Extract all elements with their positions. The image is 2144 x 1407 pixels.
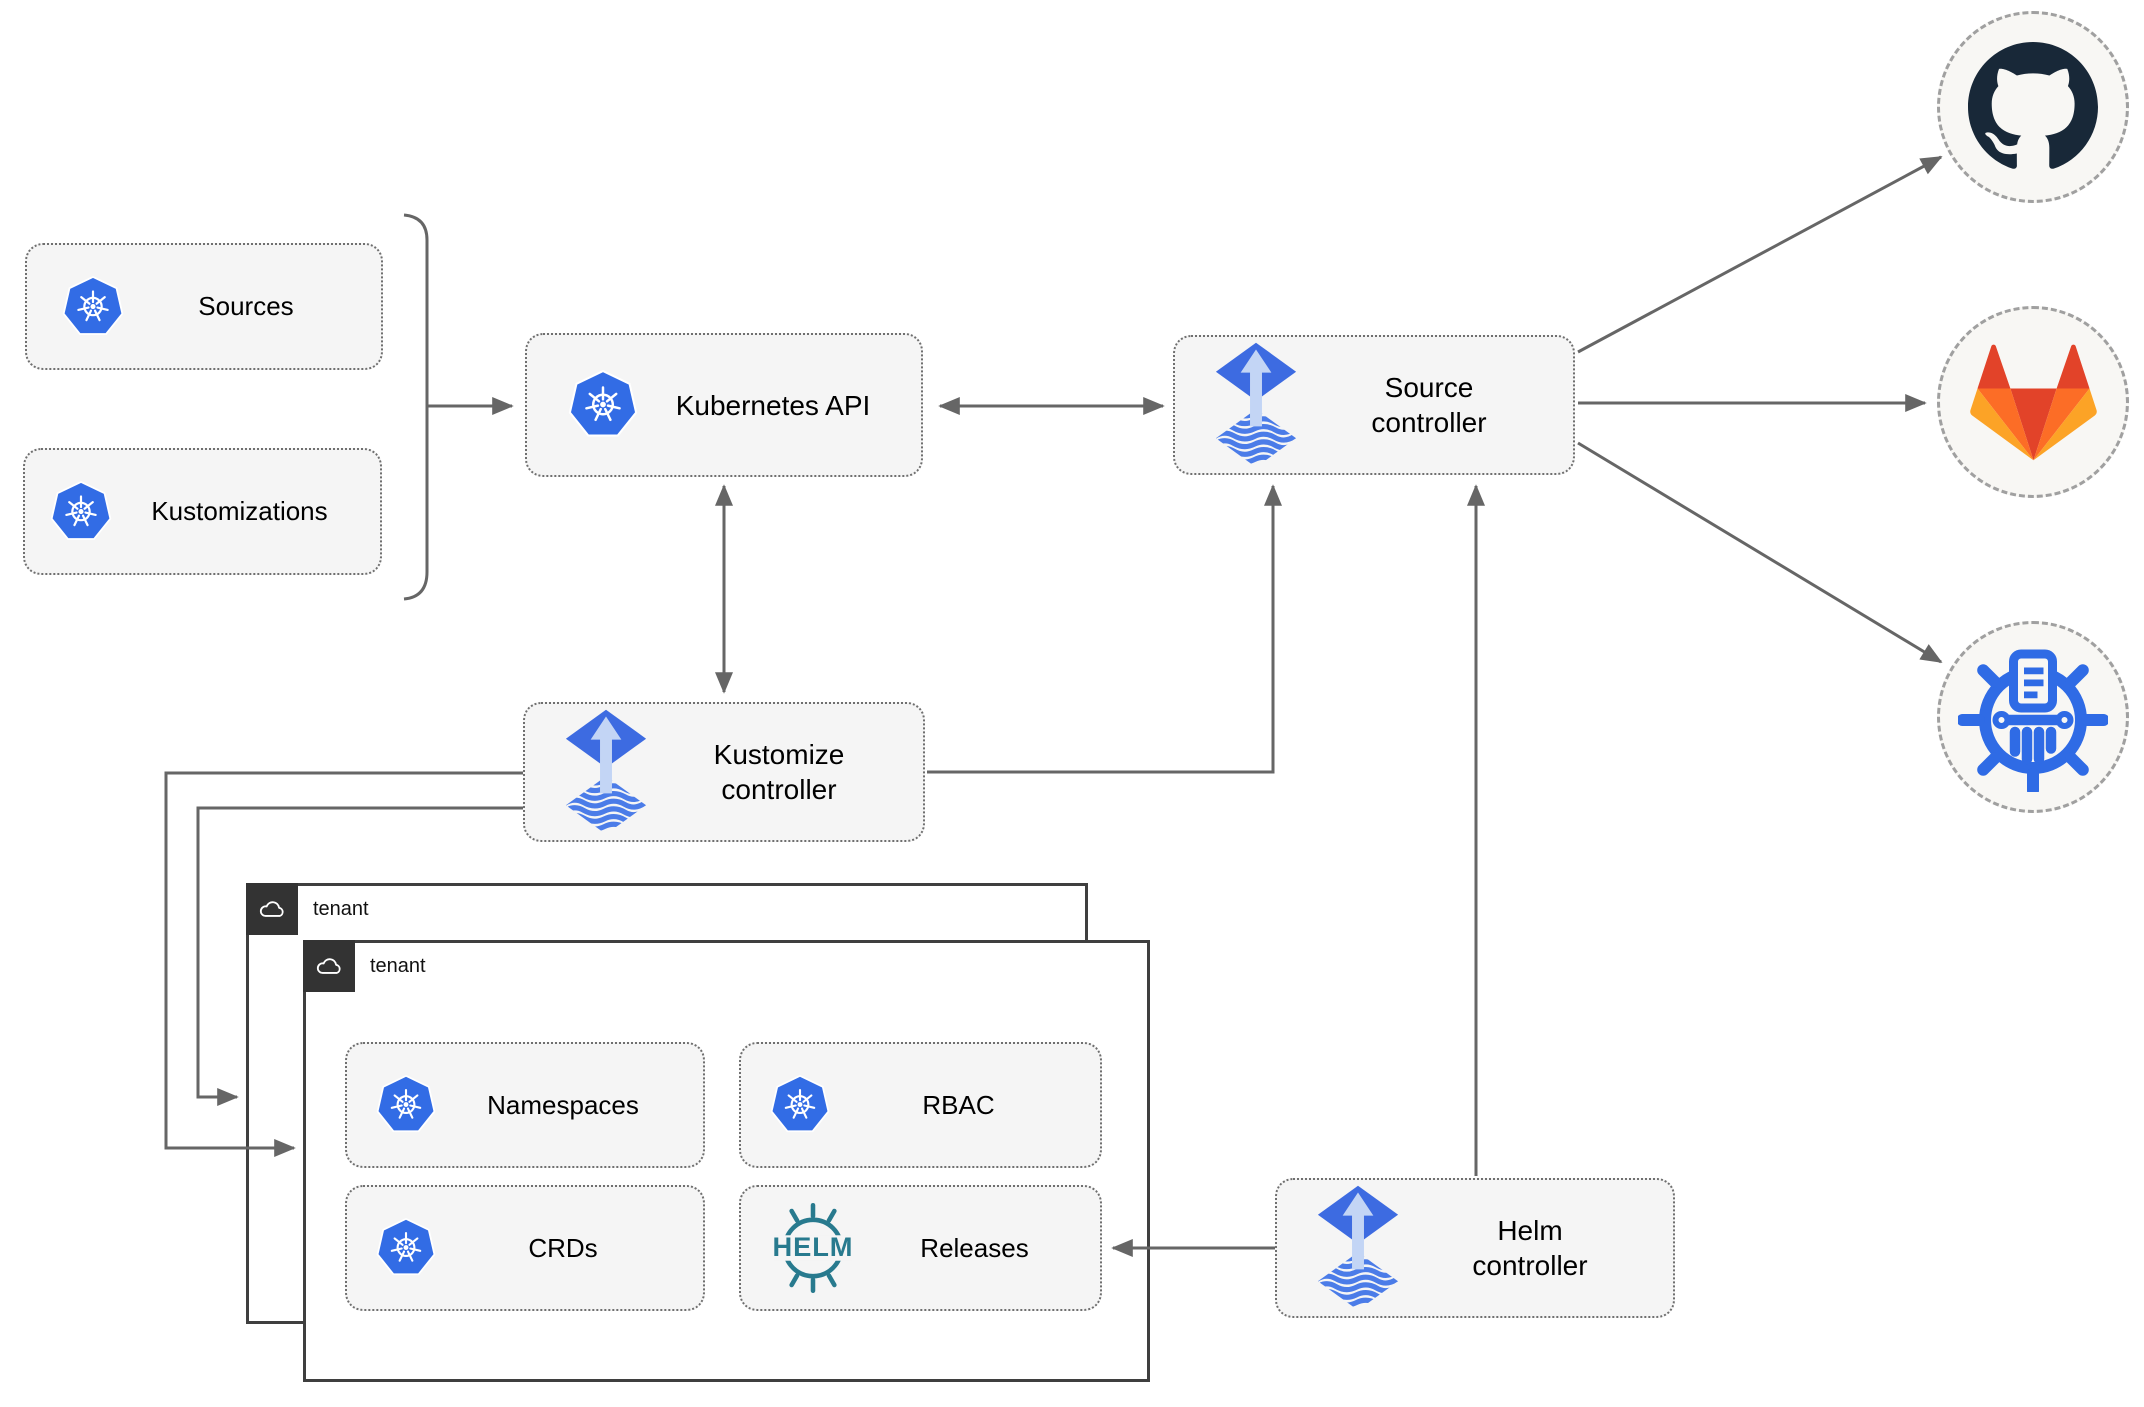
- node-kustomize-controller: Kustomize controller: [523, 702, 925, 842]
- kubernetes-icon: [49, 481, 113, 543]
- kubernetes-icon: [769, 1075, 831, 1135]
- kubernetes-icon: [375, 1218, 437, 1278]
- node-kubernetes-api: Kubernetes API: [525, 333, 923, 477]
- helm-icon: HELM: [763, 1198, 863, 1298]
- flux-icon: [563, 708, 649, 836]
- tenant-label: tenant: [370, 955, 426, 977]
- node-label: Kustomizations: [151, 496, 328, 527]
- chartmuseum-icon: [1958, 642, 2108, 792]
- kubernetes-icon: [567, 370, 639, 440]
- provider-chartmuseum: [1937, 621, 2129, 813]
- node-rbac: RBAC: [739, 1042, 1102, 1168]
- gitlab-icon: [1966, 338, 2101, 466]
- tenant-tab: [246, 883, 298, 935]
- edge-bracket: [403, 213, 429, 601]
- node-label: Kustomize controller: [713, 739, 845, 805]
- node-label: CRDs: [528, 1232, 598, 1263]
- node-releases: HELM Releases: [739, 1185, 1102, 1311]
- node-label: RBAC: [922, 1089, 995, 1120]
- node-label: Kubernetes API: [675, 389, 871, 421]
- cloud-icon: [257, 898, 287, 920]
- flux-icon: [1315, 1184, 1401, 1312]
- provider-github: [1937, 11, 2129, 203]
- cloud-icon: [314, 955, 344, 977]
- node-source-controller: Source controller: [1173, 335, 1575, 475]
- edge-source-to-github: [1577, 155, 1943, 354]
- edge-kustomize-to-source: [927, 484, 1282, 774]
- tenant-label: tenant: [313, 898, 369, 920]
- node-helm-controller: Helm controller: [1275, 1178, 1675, 1318]
- kubernetes-icon: [61, 276, 125, 338]
- node-label: Namespaces: [487, 1089, 639, 1120]
- node-label: Helm controller: [1472, 1215, 1588, 1281]
- edge-source-to-chartmuseum: [1577, 441, 1943, 664]
- provider-gitlab: [1937, 306, 2129, 498]
- node-kustomizations: Kustomizations: [23, 448, 382, 575]
- flux-icon: [1213, 341, 1299, 469]
- node-label: Source controller: [1371, 372, 1487, 438]
- helm-logo-text: HELM: [773, 1231, 854, 1262]
- tenant-tab: [303, 940, 355, 992]
- node-label: Releases: [920, 1232, 1029, 1263]
- node-label: Sources: [198, 291, 294, 322]
- node-crds: CRDs: [345, 1185, 705, 1311]
- kubernetes-icon: [375, 1075, 437, 1135]
- github-icon: [1968, 42, 2098, 172]
- node-sources: Sources: [25, 243, 383, 370]
- node-namespaces: Namespaces: [345, 1042, 705, 1168]
